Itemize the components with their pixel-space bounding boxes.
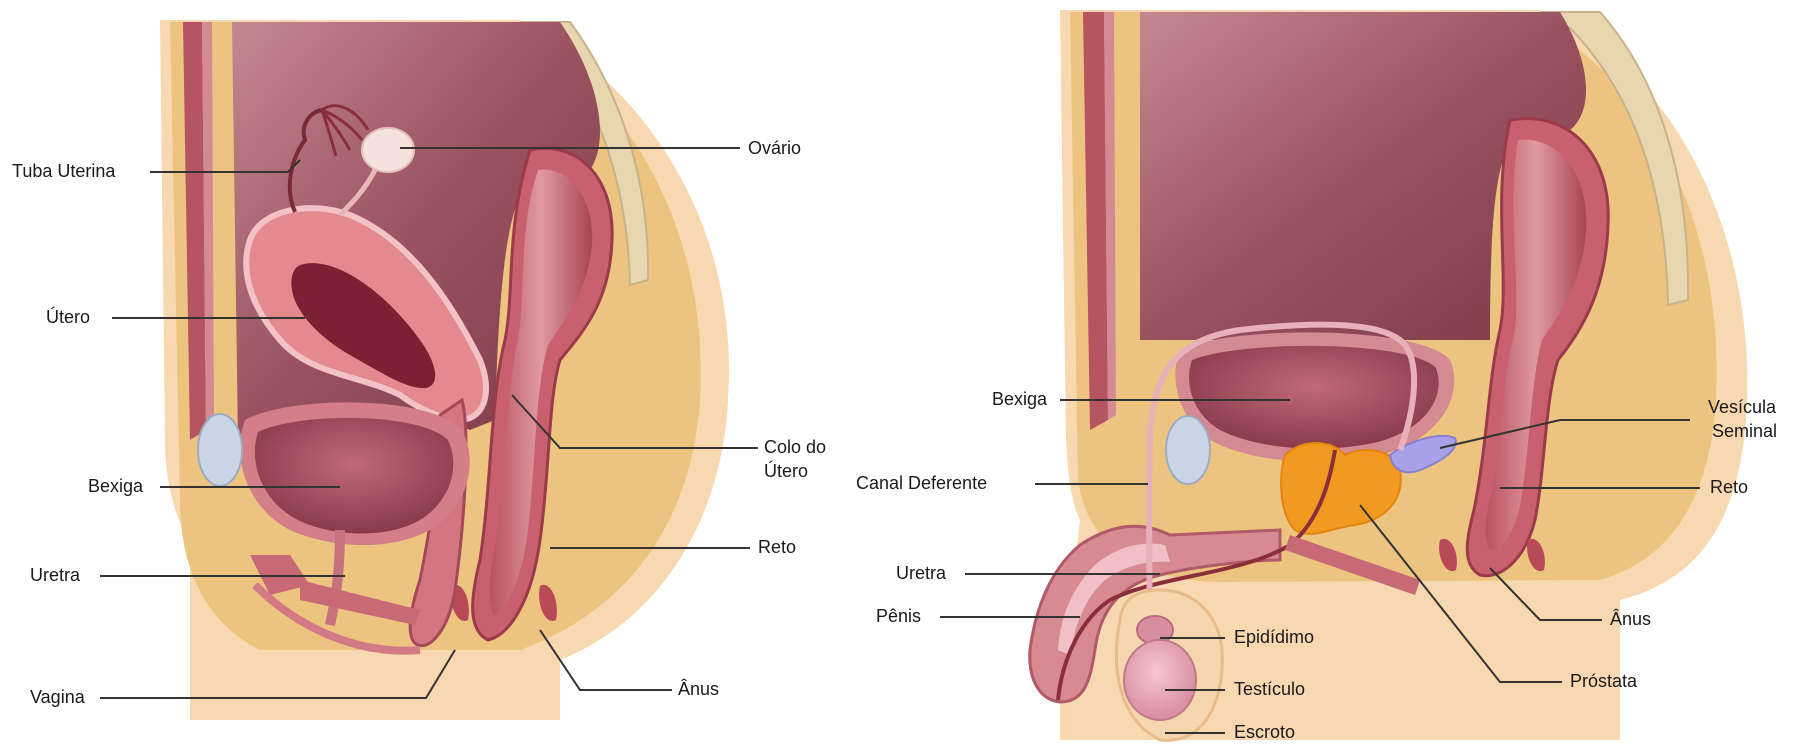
label-colo-do-utero-1: Colo do	[764, 437, 826, 458]
label-anus-female: Ânus	[678, 679, 719, 700]
label-uretra-female: Uretra	[30, 565, 80, 586]
label-vesicula-seminal-2: Seminal	[1712, 421, 1777, 442]
label-reto-female: Reto	[758, 537, 796, 558]
label-epididimo: Epidídimo	[1234, 627, 1314, 648]
label-escroto: Escroto	[1234, 722, 1295, 743]
label-colo-do-utero-2: Útero	[764, 461, 808, 482]
label-uretra-male: Uretra	[896, 563, 946, 584]
female-section	[160, 20, 729, 720]
male-testicle	[1124, 640, 1196, 720]
label-vagina: Vagina	[30, 687, 85, 708]
female-pubic-bone	[198, 414, 242, 486]
label-anus-male: Ânus	[1610, 609, 1651, 630]
male-section	[1030, 10, 1748, 740]
label-vesicula-seminal-1: Vesícula	[1708, 397, 1776, 418]
label-bexiga-male: Bexiga	[992, 389, 1047, 410]
male-pubic-bone	[1166, 416, 1210, 484]
label-ovario: Ovário	[748, 138, 801, 159]
label-penis: Pênis	[876, 606, 921, 627]
label-tuba-uterina: Tuba Uterina	[12, 161, 115, 182]
label-prostata: Próstata	[1570, 671, 1637, 692]
label-reto-male: Reto	[1710, 477, 1748, 498]
label-canal-deferente: Canal Deferente	[856, 473, 987, 494]
label-bexiga-female: Bexiga	[88, 476, 143, 497]
female-ovary	[362, 128, 414, 172]
label-testiculo: Testículo	[1234, 679, 1305, 700]
label-utero: Útero	[46, 307, 90, 328]
